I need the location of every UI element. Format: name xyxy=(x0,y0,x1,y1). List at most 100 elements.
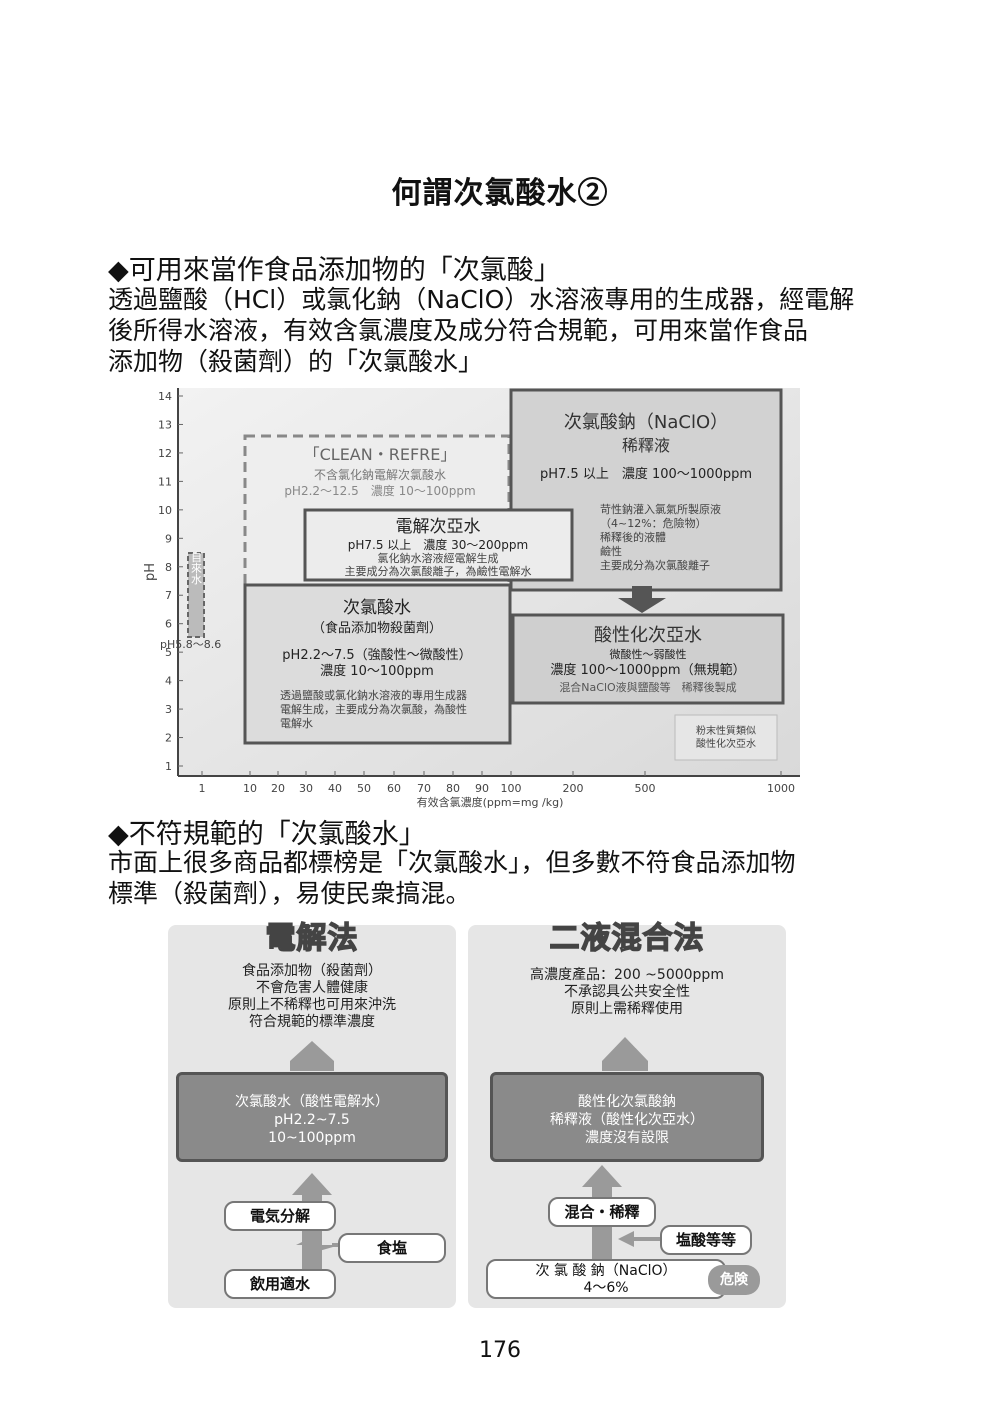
two-liquid-panel: 二液混合法 高濃度產品：200 ~5000ppm 不承認具公共安全性 原則上需稀… xyxy=(468,920,786,1308)
section2-heading: ◆不符規範的「次氯酸水」 xyxy=(108,819,426,850)
electrolysis-box-line-1: 次氯酸水（酸性電解水） xyxy=(235,1094,389,1110)
x-tick-label: 60 xyxy=(387,782,401,795)
electro-note-1: 氯化鈉水溶液經電解生成 xyxy=(378,551,499,565)
x-tick-label: 30 xyxy=(299,782,313,795)
region-acidified xyxy=(511,613,785,705)
hocl-note-1: 透過鹽酸或氯化鈉水溶液的專用生成器 xyxy=(280,688,467,702)
arrow-up-icon xyxy=(602,1037,648,1071)
x-tick-label: 50 xyxy=(357,782,371,795)
tap-water-marker xyxy=(187,552,205,638)
acid-note: 混合NaClO液與鹽酸等 稀釋後製成 xyxy=(559,680,736,694)
y-tick-label: 1 xyxy=(165,760,172,773)
x-tick-label: 40 xyxy=(328,782,342,795)
y-tick-label: 12 xyxy=(158,447,172,460)
section2-line-2: 標準（殺菌劑），易使民衆搞混。 xyxy=(108,879,471,908)
y-tick-label: 4 xyxy=(165,675,172,688)
electrolysis-box-line-2: pH2.2~7.5 xyxy=(274,1112,350,1128)
naclo-sub: 稀釋液 xyxy=(622,436,670,455)
x-tick-label: 1000 xyxy=(767,782,795,795)
clean-line-2: pH2.2～12.5 濃度 10～100ppm xyxy=(284,483,475,498)
y-tick-label: 2 xyxy=(165,732,172,745)
y-tick-label: 13 xyxy=(158,418,172,431)
page-title: 何謂次氯酸水② xyxy=(391,176,609,211)
electrolysis-box-line-3: 10~100ppm xyxy=(268,1130,356,1146)
arrow-left-icon xyxy=(618,1231,634,1247)
arrow-down-icon xyxy=(618,586,666,613)
y-tick-label: 5 xyxy=(165,646,172,659)
source-line-2: 4～6% xyxy=(583,1280,629,1296)
tag-sodium-hypochlorite: 次 氯 酸 鈉（NaClO） 4～6% xyxy=(486,1259,726,1299)
two-liquid-desc-1: 高濃度產品：200 ~5000ppm xyxy=(530,967,724,983)
acid-sub: 微酸性～弱酸性 xyxy=(610,647,687,661)
electrolysis-title: 電解法 xyxy=(265,920,359,956)
two-liquid-desc-3: 原則上需稀釋使用 xyxy=(571,1001,683,1017)
tag-drinking-water: 飲用適水 xyxy=(224,1269,336,1299)
arrow-left-icon xyxy=(296,1237,340,1253)
acid-title: 酸性化次亞水 xyxy=(594,625,702,646)
x-tick-label: 80 xyxy=(446,782,460,795)
naclo-note-3: 稀釋後的液體 xyxy=(600,530,666,544)
hocl-title: 次氯酸水 xyxy=(343,598,411,618)
y-axis-label: pH xyxy=(143,563,158,581)
hocl-spec-1: pH2.2～7.5（強酸性～微酸性） xyxy=(282,648,471,663)
section2-line-1: 市面上很多商品都標榜是「次氯酸水」，但多數不符食品添加物 xyxy=(108,848,796,877)
y-tick-label: 6 xyxy=(165,618,172,631)
section1-paragraph: 透過鹽酸（HCl）或氯化鈉（NaClO）水溶液專用的生成器，經電解 後所得水溶液… xyxy=(108,284,868,377)
tap-water-range: pH5.8～8.6 xyxy=(160,638,221,651)
naclo-note-4: 鹼性 xyxy=(600,544,622,558)
section1-line-1: 透過鹽酸（HCl）或氯化鈉（NaClO）水溶液專用的生成器，經電解 xyxy=(108,285,855,314)
acid-spec: 濃度 100～1000ppm（無規範） xyxy=(550,662,745,678)
two-liquid-box-line-3: 濃度沒有設限 xyxy=(585,1130,669,1146)
x-tick-label: 100 xyxy=(501,782,522,795)
tag-mix-dilute: 混合・稀釋 xyxy=(548,1197,656,1227)
source-line-1: 次 氯 酸 鈉（NaClO） xyxy=(535,1263,677,1279)
naclo-note-2: （4~12%：危險物） xyxy=(600,516,707,530)
two-liquid-desc-2: 不承認具公共安全性 xyxy=(564,984,690,1000)
tag-salt: 食塩 xyxy=(338,1233,446,1263)
y-tick-label: 11 xyxy=(158,475,172,488)
x-tick-label: 70 xyxy=(417,782,431,795)
two-liquid-title: 二液混合法 xyxy=(549,920,705,956)
y-tick-label: 7 xyxy=(165,589,172,602)
x-tick-label: 90 xyxy=(475,782,489,795)
electrolysis-panel: 電解法 食品添加物（殺菌劑） 不會危害人體健康 原則上不稀釋也可用來沖洗 符合規… xyxy=(168,920,456,1308)
y-tick-label: 9 xyxy=(165,532,172,545)
y-tick-label: 3 xyxy=(165,703,172,716)
clean-title: 「CLEAN・REFRE」 xyxy=(304,445,457,464)
electrolysis-desc-4: 符合規範的標準濃度 xyxy=(249,1014,375,1030)
hocl-note-3: 電解水 xyxy=(280,716,313,730)
powder-line-1: 粉末性質類似 xyxy=(696,724,756,737)
section1-line-3: 添加物（殺菌劑）的「次氯酸水」 xyxy=(108,347,484,376)
naclo-title: 次氯酸鈉（NaClO） xyxy=(564,412,728,433)
y-tick-label: 10 xyxy=(158,504,172,517)
region-powder xyxy=(674,714,778,761)
x-axis-label: 有效含氯濃度(ppm=mg /kg) xyxy=(417,795,564,809)
naclo-spec: pH7.5 以上 濃度 100～1000ppm xyxy=(540,466,752,482)
tag-hydrochloric-acid: 塩酸等等 xyxy=(660,1225,752,1255)
y-tick-label: 14 xyxy=(158,390,172,403)
electrolysis-desc-2: 不會危害人體健康 xyxy=(256,980,368,996)
x-tick-label: 500 xyxy=(635,782,656,795)
x-tick-label: 1 xyxy=(199,782,206,795)
region-electrolyzed xyxy=(303,508,574,582)
arrow-left-shaft xyxy=(634,1237,662,1241)
section1-heading: ◆可用來當作食品添加物的「次氯酸」 xyxy=(108,255,561,286)
section2-paragraph: 市面上很多商品都標榜是「次氯酸水」，但多數不符食品添加物 標準（殺菌劑），易使民… xyxy=(108,847,868,909)
hocl-sub: （食品添加物殺菌劑） xyxy=(312,620,442,636)
electrolysis-desc-3: 原則上不稀釋也可用來沖洗 xyxy=(228,997,396,1013)
y-tick-label: 8 xyxy=(165,561,172,574)
clean-line-1: 不含氯化鈉電解次氯酸水 xyxy=(314,467,446,482)
electro-title: 電解次亞水 xyxy=(396,517,481,537)
two-liquid-description: 高濃度產品：200 ~5000ppm 不承認具公共安全性 原則上需稀釋使用 xyxy=(468,967,786,1018)
two-liquid-box-line-2: 稀釋液（酸性化次亞水） xyxy=(550,1112,704,1128)
danger-badge: 危険 xyxy=(708,1265,760,1295)
powder-line-2: 酸性化次亞水 xyxy=(696,737,756,750)
two-liquid-product-box: 酸性化次氯酸鈉 稀釋液（酸性化次亞水） 濃度沒有設限 xyxy=(490,1072,764,1162)
x-tick-label: 10 xyxy=(243,782,257,795)
hocl-note-2: 電解生成，主要成分為次氯酸，為酸性 xyxy=(280,702,467,716)
section1-line-2: 後所得水溶液，有效含氯濃度及成分符合規範，可用來當作食品 xyxy=(108,316,809,345)
naclo-note-5: 主要成分為次氯酸離子 xyxy=(600,558,710,572)
x-tick-label: 200 xyxy=(563,782,584,795)
electrolysis-desc-1: 食品添加物（殺菌劑） xyxy=(242,963,382,979)
